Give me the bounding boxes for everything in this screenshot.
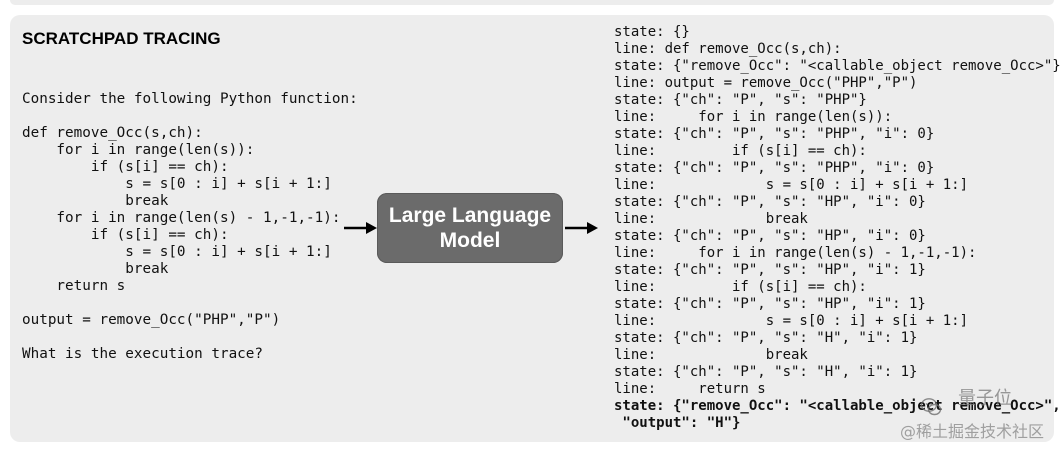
- trace-line: line: break: [614, 347, 808, 363]
- final-state-line: "output": "H"}: [614, 415, 741, 431]
- prompt-text-block: Consider the following Python function: d…: [22, 91, 358, 363]
- figure-title: SCRATCHPAD TRACING: [22, 29, 221, 48]
- prompt-line: s = s[0 : i] + s[i + 1:]: [22, 244, 332, 260]
- trace-line: line: if (s[i] == ch):: [614, 279, 867, 295]
- trace-line: state: {"ch": "P", "s": "PHP", "i": 0}: [614, 160, 935, 176]
- top-panel-edge: [10, 0, 1054, 5]
- trace-line: state: {"ch": "P", "s": "HP", "i": 0}: [614, 228, 926, 244]
- prompt-line: s = s[0 : i] + s[i + 1:]: [22, 176, 332, 192]
- prompt-line: [22, 329, 358, 346]
- prompt-line: if (s[i] == ch):: [22, 159, 229, 175]
- prompt-line: break: [22, 261, 169, 277]
- prompt-line: def remove_Occ(s,ch):: [22, 125, 203, 141]
- trace-line: line: for i in range(len(s) - 1,-1,-1):: [614, 245, 977, 261]
- watermark-account: 量子位: [958, 388, 1012, 409]
- trace-line: line: def remove_Occ(s,ch):: [614, 41, 842, 57]
- prompt-line: [22, 295, 358, 312]
- watermark-community: @稀土掘金技术社区: [900, 422, 1045, 441]
- output-arrow: [565, 222, 598, 234]
- trace-line: state: {"ch": "P", "s": "PHP"}: [614, 92, 867, 108]
- prompt-line: for i in range(len(s)):: [22, 142, 255, 158]
- llm-label: Large Language Model: [388, 204, 552, 252]
- trace-line: line: s = s[0 : i] + s[i + 1:]: [614, 177, 969, 193]
- prompt-line: for i in range(len(s) - 1,-1,-1):: [22, 210, 341, 226]
- llm-box: Large Language Model: [377, 193, 563, 263]
- input-arrow: [344, 222, 377, 234]
- trace-line: state: {"ch": "P", "s": "PHP", "i": 0}: [614, 126, 935, 142]
- trace-line: line: s = s[0 : i] + s[i + 1:]: [614, 313, 969, 329]
- trace-line: line: break: [614, 211, 808, 227]
- prompt-line: if (s[i] == ch):: [22, 227, 229, 243]
- trace-line: state: {}: [614, 24, 690, 40]
- prompt-line: output = remove_Occ("PHP","P"): [22, 312, 281, 328]
- prompt-line: Consider the following Python function:: [22, 91, 358, 107]
- prompt-line: return s: [22, 278, 126, 294]
- prompt-line: What is the execution trace?: [22, 346, 264, 362]
- trace-line: state: {"ch": "P", "s": "HP", "i": 0}: [614, 194, 926, 210]
- prompt-line: break: [22, 193, 169, 209]
- trace-line: line: output = remove_Occ("PHP","P"): [614, 75, 918, 91]
- trace-line: line: return s: [614, 381, 766, 397]
- trace-line: state: {"ch": "P", "s": "HP", "i": 1}: [614, 296, 926, 312]
- trace-line: state: {"ch": "P", "s": "HP", "i": 1}: [614, 262, 926, 278]
- trace-line: state: {"ch": "P", "s": "H", "i": 1}: [614, 330, 918, 346]
- trace-line: state: {"ch": "P", "s": "H", "i": 1}: [614, 364, 918, 380]
- prompt-line: [22, 108, 358, 125]
- wechat-logo-icon: [920, 398, 942, 416]
- trace-line: line: if (s[i] == ch):: [614, 143, 867, 159]
- final-state-line: state: {"remove_Occ": "<callable_object …: [614, 398, 1061, 414]
- trace-line: line: for i in range(len(s)):: [614, 109, 893, 125]
- trace-line: state: {"remove_Occ": "<callable_object …: [614, 58, 1061, 74]
- execution-trace-block: state: {}line: def remove_Occ(s,ch):stat…: [614, 24, 1061, 432]
